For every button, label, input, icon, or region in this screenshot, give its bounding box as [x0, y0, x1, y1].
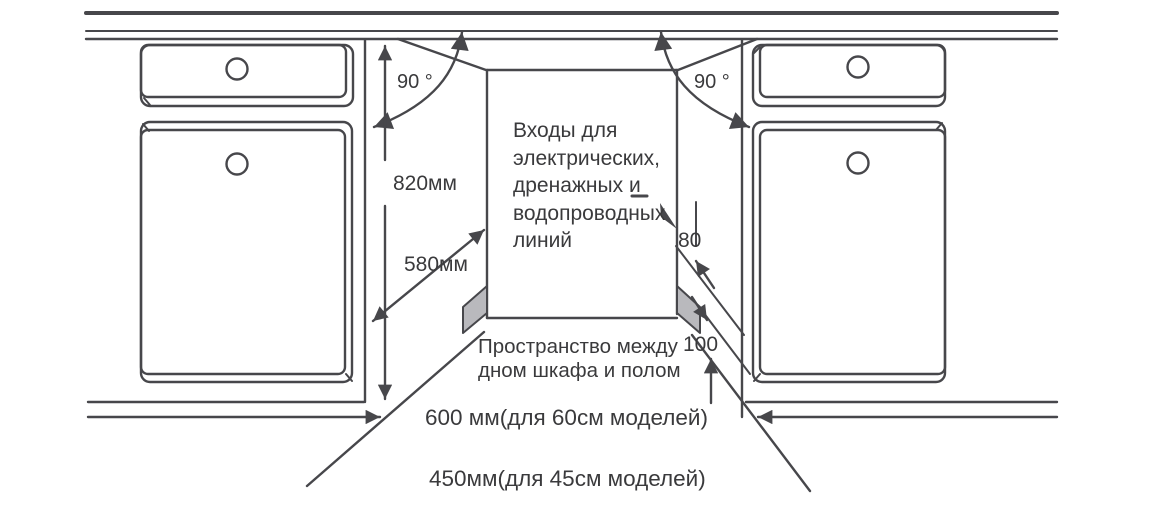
right-drawer-front [758, 43, 947, 99]
door-swing-arc-left [372, 30, 469, 129]
angle-right-label: 90 ° [694, 71, 730, 93]
door-swing-arc-right [654, 30, 751, 129]
left-cabinet [139, 38, 367, 404]
angle-left-label: 90 ° [397, 71, 433, 93]
inlet-offset-label: 80 [678, 229, 702, 252]
plinth-gap-label: 100 [683, 333, 719, 356]
left-door-front [139, 128, 347, 376]
left-drawer-front [139, 43, 348, 99]
left-door-knob [225, 152, 249, 176]
right-drawer-knob [846, 55, 870, 79]
left-drawer-knob [225, 57, 249, 81]
right-cabinet [740, 38, 947, 419]
width-60-label: 600 мм(для 60см моделей) [425, 405, 708, 430]
countertop [84, 11, 1059, 41]
right-door-outer [751, 120, 947, 384]
dimension-580 [371, 228, 486, 323]
cabinet-gap-note: Пространство между дном шкафа и полом [478, 335, 681, 382]
inlets-note: Входы для электрических, дренажных и вод… [513, 119, 666, 252]
dimension-80 [690, 259, 716, 322]
right-door-front [758, 128, 947, 376]
inlet-leader [630, 194, 677, 229]
left-panel-top-edge [396, 37, 488, 72]
width-45-label: 450мм(для 45см моделей) [429, 466, 706, 491]
right-door-knob [846, 151, 870, 175]
left-panel-cut [462, 285, 488, 334]
height-dimension-label: 820мм [393, 172, 457, 195]
right-panel-cut [676, 285, 701, 334]
depth-dimension-label: 580мм [404, 253, 468, 276]
right-panel-top-edge [676, 37, 759, 72]
floor-lines [86, 400, 1059, 425]
